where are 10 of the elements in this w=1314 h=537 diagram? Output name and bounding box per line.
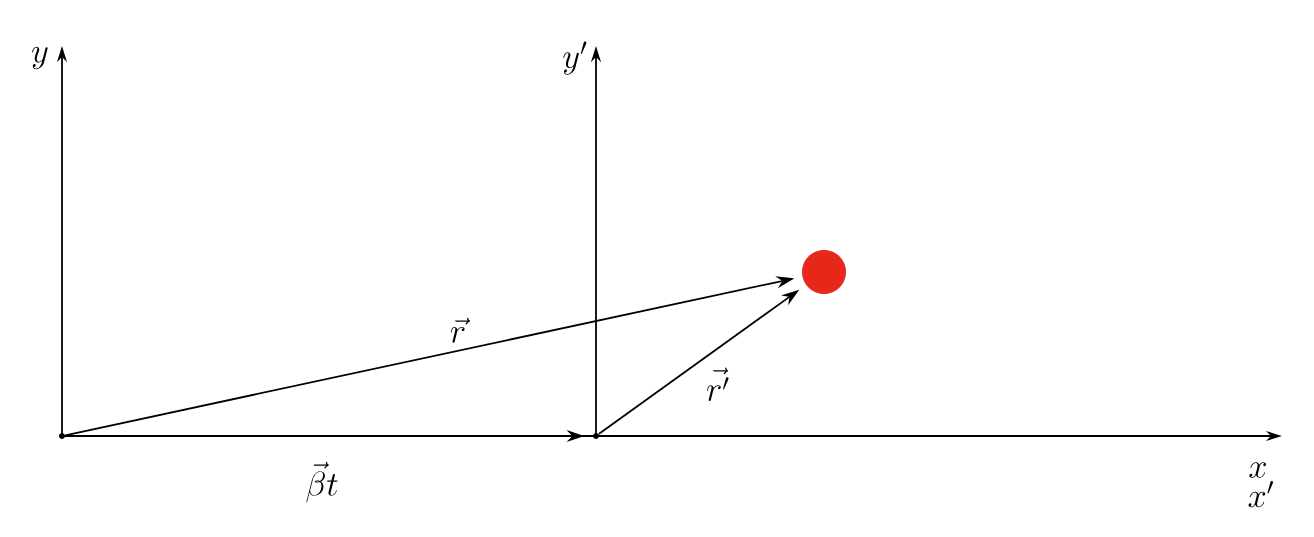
axis-label: $y$ [32,46,48,70]
point-dot [802,250,846,294]
edge-label: $\vec{r'}$ [704,365,732,403]
axis-label: $x$ [1249,462,1267,478]
origin-point [59,433,65,439]
edge-label: $\vec{r}$ [447,315,471,345]
origin-point [593,433,599,439]
axis-label: $y'$ [563,41,587,75]
edge-label: $\vec{\beta}t$ [303,459,341,505]
axis-label: $x'$ [1248,481,1274,508]
